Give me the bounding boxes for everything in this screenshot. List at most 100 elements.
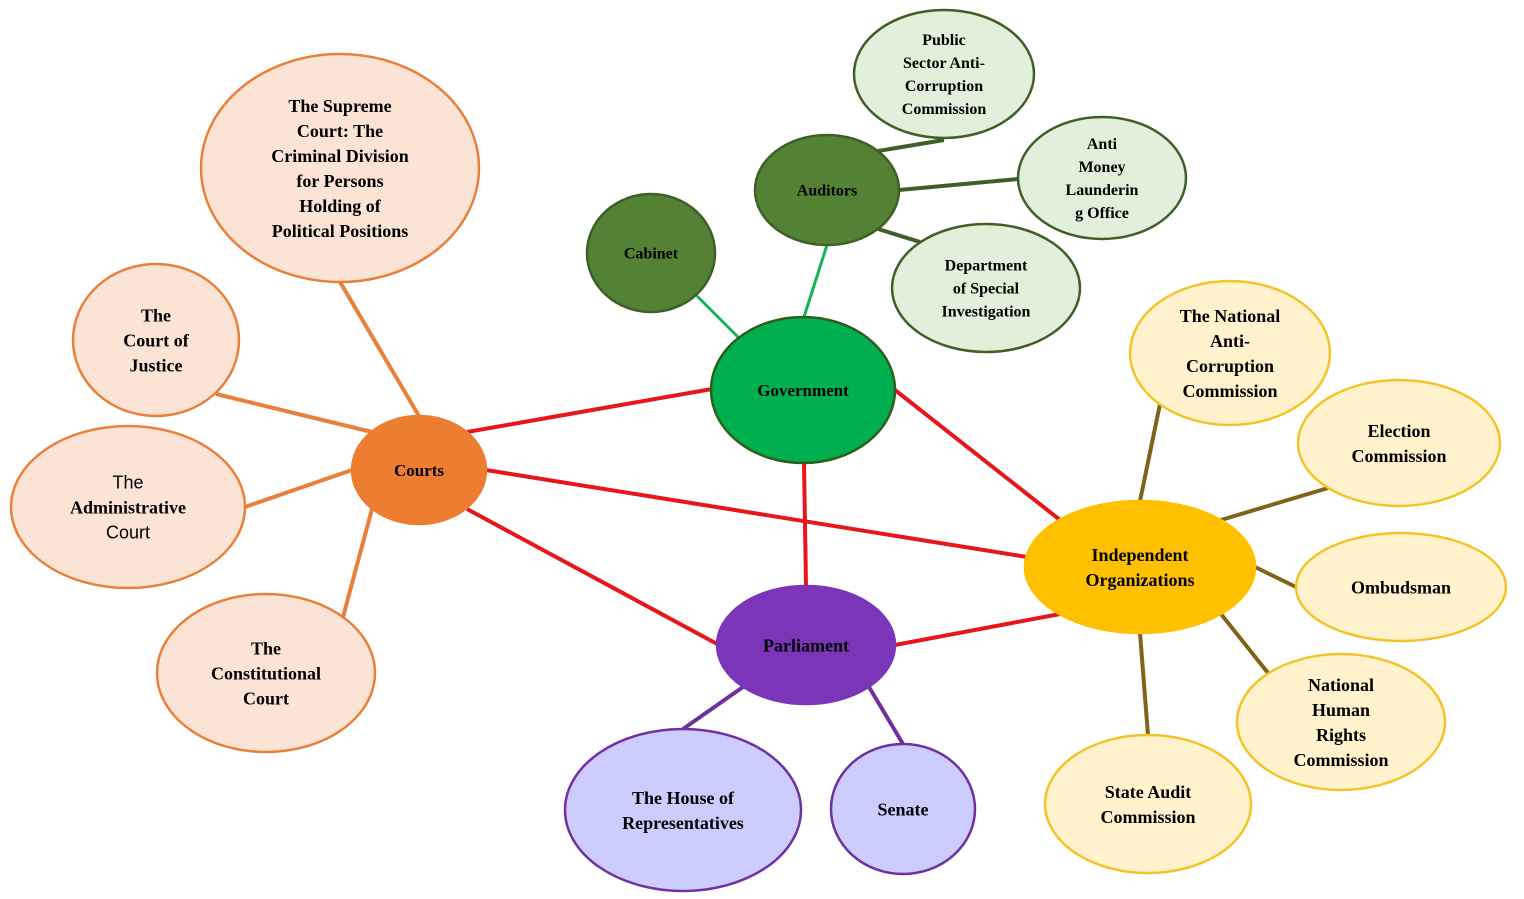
node-label-line: Rights bbox=[1316, 725, 1366, 745]
node-label-line: Justice bbox=[130, 355, 183, 375]
link-auditors-public-sector bbox=[877, 138, 945, 153]
link-independent-election bbox=[1220, 486, 1329, 522]
node-label-line: Independent bbox=[1091, 545, 1188, 565]
link-government-parliament bbox=[802, 462, 808, 587]
node-public-sector-shape bbox=[852, 8, 1036, 140]
link-parliament-senate bbox=[867, 685, 905, 746]
node-government-shape bbox=[709, 315, 897, 465]
link-auditors-anti-money bbox=[898, 177, 1019, 192]
node-house-of-reps: The House of Representatives bbox=[563, 727, 803, 893]
node-label-line: Corruption bbox=[1186, 356, 1274, 376]
link-government-independent bbox=[893, 388, 1062, 522]
node-auditors-shape bbox=[753, 133, 901, 247]
node-auditors: Auditors bbox=[753, 133, 901, 247]
node-label-line: Human bbox=[1312, 700, 1370, 720]
node-label-line: The bbox=[141, 305, 171, 325]
node-label-line: The bbox=[112, 472, 143, 492]
node-parliament: Parliament bbox=[715, 584, 897, 706]
link-independent-nacc bbox=[1138, 403, 1162, 502]
node-cabinet: Cabinet bbox=[585, 192, 717, 314]
link-parliament-independent bbox=[894, 612, 1061, 647]
node-label-line: Public bbox=[922, 32, 966, 49]
link-courts-government bbox=[466, 387, 713, 434]
node-label-line: Court: The bbox=[297, 121, 383, 141]
node-election-shape bbox=[1296, 378, 1502, 508]
node-court-of-justice-shape bbox=[71, 262, 241, 418]
node-label-line: for Persons bbox=[296, 171, 383, 191]
node-label-line: Anti bbox=[1087, 136, 1118, 153]
node-label-line: Court of bbox=[123, 330, 189, 350]
link-auditors-dsi bbox=[877, 227, 921, 244]
node-label-line: Anti- bbox=[1210, 331, 1250, 351]
link-parliament-house bbox=[681, 685, 745, 731]
node-label-line: Court bbox=[106, 522, 150, 542]
node-label-line: Representatives bbox=[622, 813, 744, 833]
node-label-line: Organizations bbox=[1085, 570, 1194, 590]
node-label-line: Commission bbox=[1182, 381, 1277, 401]
node-label-line: Criminal Division bbox=[271, 146, 409, 166]
node-dsi-shape bbox=[890, 222, 1082, 354]
node-label-line: Auditors bbox=[797, 183, 857, 200]
node-auditors-label: Auditors bbox=[797, 183, 857, 200]
link-courts-administrative bbox=[244, 468, 353, 509]
link-courts-independent bbox=[485, 468, 1028, 559]
node-courts-shape bbox=[350, 414, 488, 526]
node-constitutional-court-shape bbox=[155, 592, 377, 754]
node-label-line: Commission bbox=[1351, 446, 1446, 466]
node-nhrc-shape bbox=[1235, 652, 1447, 792]
node-supreme-court-shape bbox=[199, 52, 481, 284]
node-label-line: Senate bbox=[878, 799, 929, 819]
node-state-audit-shape bbox=[1043, 733, 1253, 875]
connector-lines bbox=[215, 138, 1329, 746]
link-courts-supreme bbox=[338, 280, 421, 418]
node-label-line: State Audit bbox=[1105, 782, 1192, 802]
node-label-line: The Supreme bbox=[288, 96, 391, 116]
node-ombudsman-shape bbox=[1294, 531, 1508, 643]
node-label-line: Constitutional bbox=[211, 663, 321, 683]
node-independent-shape bbox=[1023, 499, 1257, 635]
node-label-line: Government bbox=[757, 381, 849, 400]
node-label-line: Holding of bbox=[299, 196, 382, 216]
node-courts: Courts bbox=[350, 414, 488, 526]
node-label-line: The bbox=[251, 638, 281, 658]
node-house-of-reps-label: The House of Representatives bbox=[622, 788, 744, 833]
link-courts-constitutional bbox=[341, 508, 374, 618]
node-ombudsman-label: Ombudsman bbox=[1351, 577, 1451, 597]
node-label-line: The House of bbox=[632, 788, 735, 808]
node-label-line: The National bbox=[1180, 306, 1281, 326]
node-label-line: Administrative bbox=[70, 497, 186, 517]
node-label-line: Ombudsman bbox=[1351, 577, 1451, 597]
node-label-line: Parliament bbox=[763, 635, 849, 655]
node-senate-label: Senate bbox=[878, 799, 929, 819]
node-cabinet-shape bbox=[585, 192, 717, 314]
node-senate-shape bbox=[829, 742, 977, 876]
node-label-line: Corruption bbox=[905, 78, 983, 95]
node-administrative-court-shape bbox=[9, 424, 247, 590]
node-label-line: Election bbox=[1368, 421, 1431, 441]
node-label-line: Court bbox=[243, 688, 289, 708]
node-label-line: National bbox=[1308, 675, 1374, 695]
node-label-line: Sector Anti- bbox=[903, 55, 985, 72]
node-ombudsman: Ombudsman bbox=[1294, 531, 1508, 643]
